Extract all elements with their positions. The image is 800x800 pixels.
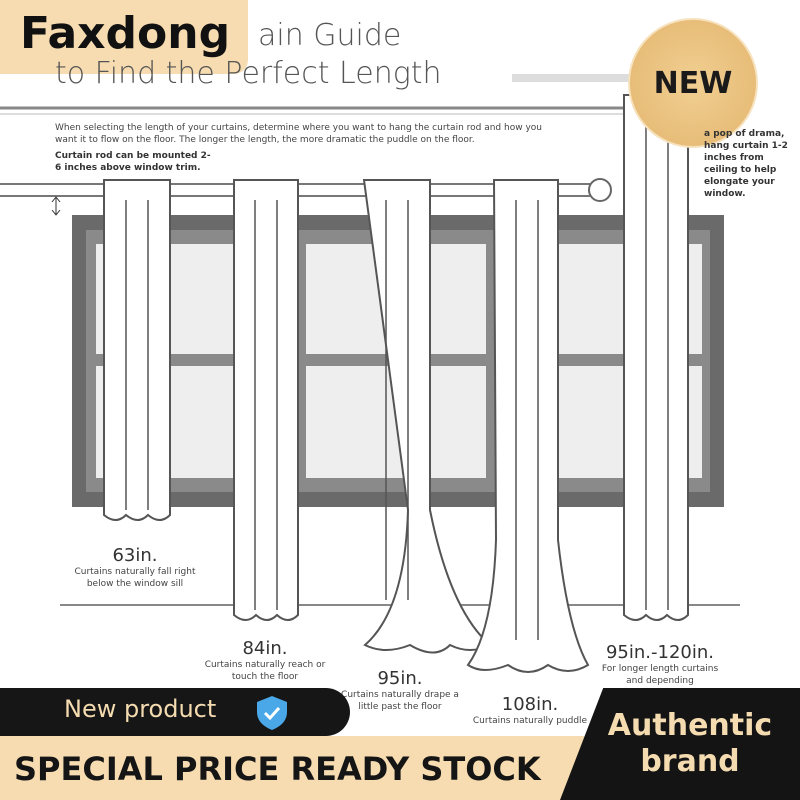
length-63: 63in.Curtains naturally fall right below… [74,545,196,589]
special-price-banner: SPECIAL PRICE READY STOCK [0,736,600,800]
authentic-brand-text: Authentic brand [607,708,773,779]
length-108: 108in.Curtains naturally puddle [472,694,588,726]
title-line-2: to Find the Perfect Length [55,56,442,91]
intro-text: When selecting the length of your curtai… [55,123,542,145]
rod-note: Curtain rod can be mounted 2-6 inches ab… [55,151,211,173]
brand-logo: Faxdong [0,0,248,74]
length-84: 84in.Curtains naturally reach or touch t… [204,638,326,682]
length-95-120: 95in.-120in.For longer length curtains a… [601,642,719,686]
new-badge: NEW [628,18,758,148]
authentic-banner-bg [560,688,800,800]
new-product-banner: New product [0,688,350,736]
side-note: a pop of drama, hang curtain 1-2 inches … [704,129,788,199]
title-line-1: ain Guide [258,18,402,53]
shield-check-icon [257,696,287,730]
length-95: 95in.Curtains naturally drape a little p… [341,668,459,712]
